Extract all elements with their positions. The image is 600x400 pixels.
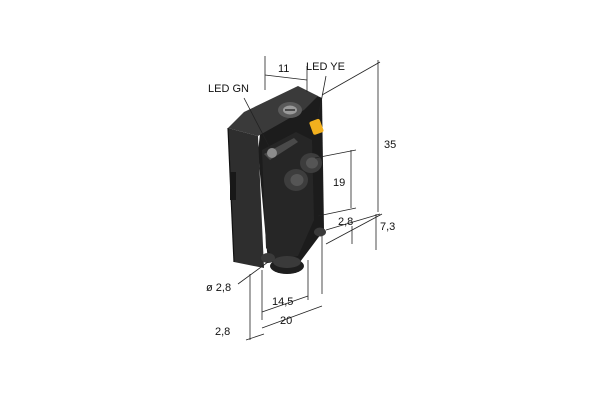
dim-base-offset: 2,8 xyxy=(215,326,230,338)
dim-lens-height: 19 xyxy=(333,177,345,189)
dim-depth: 7,3 xyxy=(380,221,395,233)
housing-front-face xyxy=(228,128,264,268)
mount-hole-right xyxy=(314,227,326,237)
dim-width: 20 xyxy=(280,315,292,327)
dimension-lines xyxy=(237,56,383,341)
label-led-yellow: LED YE xyxy=(306,61,345,73)
dim-height: 35 xyxy=(384,139,396,151)
connector-top xyxy=(273,256,301,268)
label-led-green: LED GN xyxy=(208,83,249,95)
housing-top-face xyxy=(228,86,318,136)
dim-hole-spacing: 14,5 xyxy=(272,296,293,308)
dim-lens-offset: 2,8 xyxy=(338,216,353,228)
lens-upper-inner xyxy=(306,157,318,169)
led-green-indicator xyxy=(267,148,277,158)
lens-lower-inner xyxy=(290,174,304,186)
sensor-housing xyxy=(227,86,326,274)
side-clip xyxy=(230,172,236,200)
led-yellow-indicator xyxy=(309,118,324,135)
dim-top-width: 11 xyxy=(278,63,289,75)
dim-hole-diameter: ø 2,8 xyxy=(206,282,231,294)
mount-hole-left xyxy=(261,253,275,263)
